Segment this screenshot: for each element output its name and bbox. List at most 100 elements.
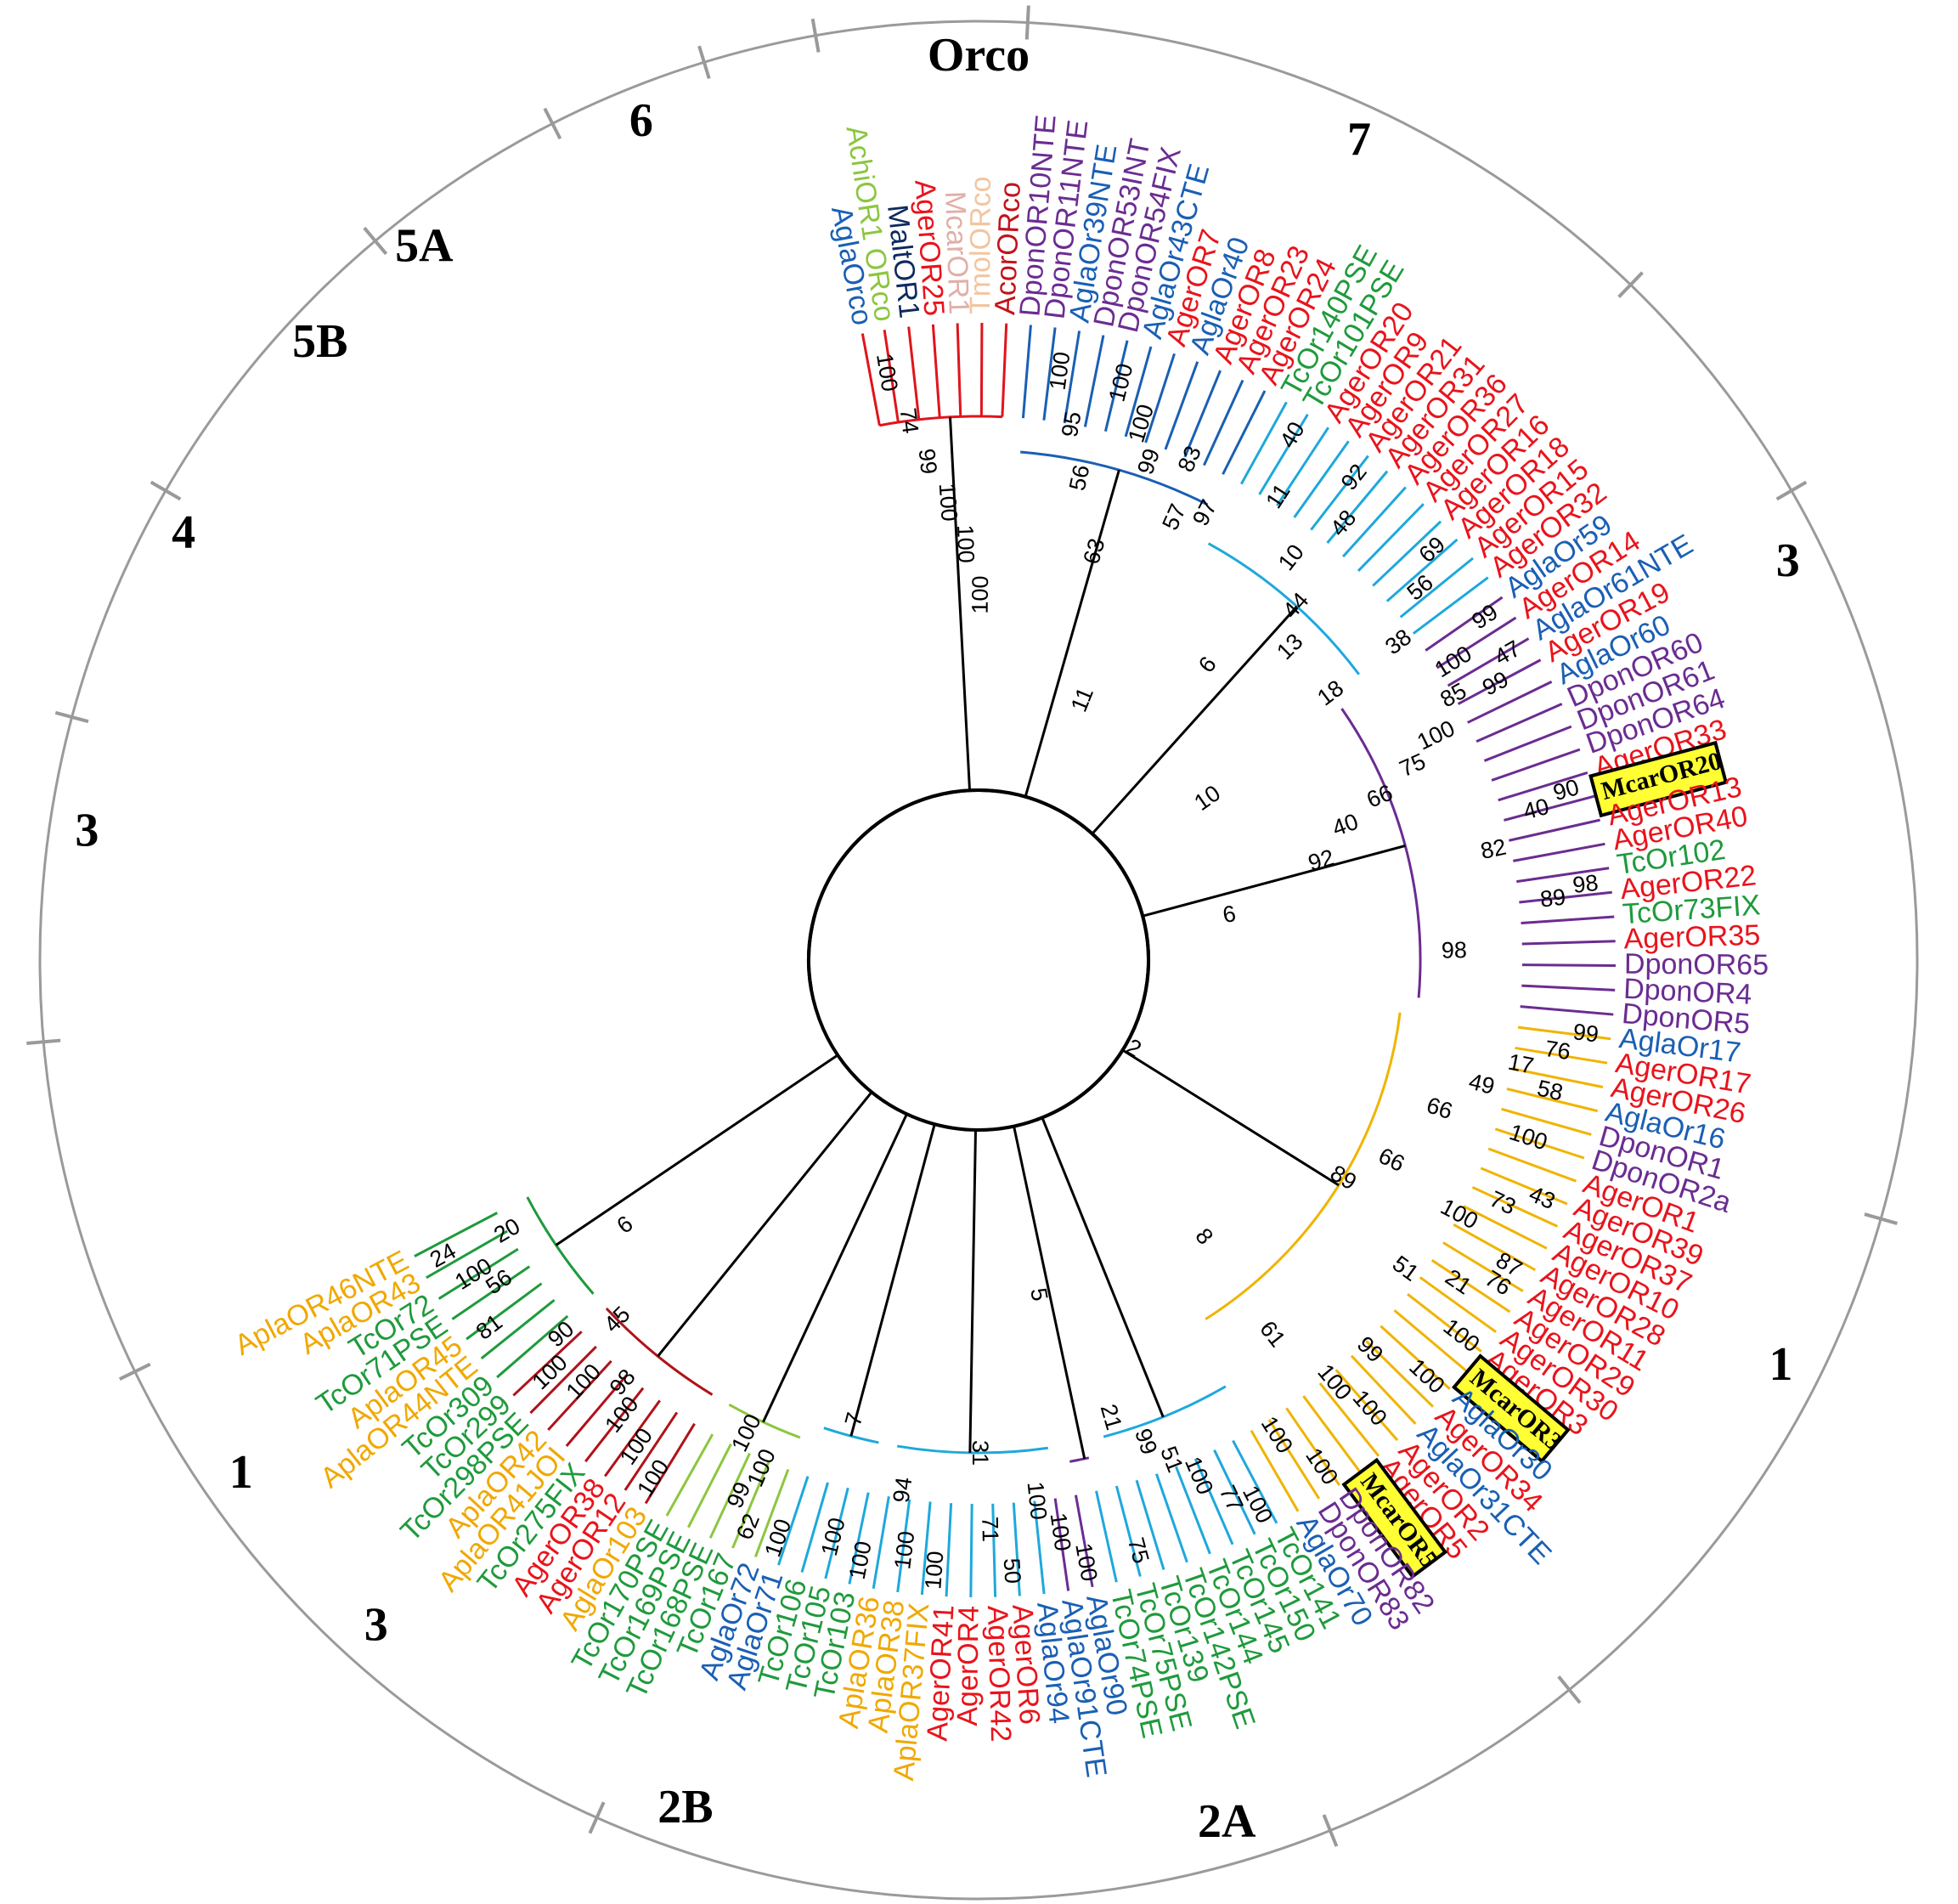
bootstrap-value: 24 — [426, 1238, 460, 1273]
highlight-box — [1341, 1457, 1448, 1579]
leaf-branch — [1425, 596, 1504, 652]
bootstrap-value: 13 — [1272, 629, 1307, 664]
leaf-branch — [1419, 1276, 1497, 1333]
bootstrap-value: 99 — [914, 448, 942, 476]
leaf-branch — [1498, 771, 1588, 802]
bootstrap-value: 6 — [1193, 652, 1222, 677]
clade-label: 3 — [75, 804, 99, 856]
leaf-label-group: AgerOR41 — [921, 1604, 960, 1742]
leaf-branch — [1239, 401, 1288, 485]
leaf-branch — [1521, 963, 1616, 968]
leaf-branch — [1258, 414, 1309, 495]
leaf-label-group: McarOR1 — [939, 190, 975, 315]
clade-tick — [543, 107, 562, 140]
clade-arc — [1207, 542, 1361, 675]
leaf-branch — [1063, 331, 1081, 424]
leaf-branch — [969, 1503, 973, 1597]
leaf-branch — [945, 1503, 953, 1597]
leaf-label-group: DponOR65 — [1624, 948, 1769, 981]
bootstrap-value: 100 — [1436, 1194, 1482, 1234]
leaf-branch — [1012, 1502, 1021, 1596]
bootstrap-value: 100 — [1312, 1359, 1357, 1405]
bootstrap-value: 100 — [1104, 361, 1138, 404]
leaf-branch — [753, 1468, 790, 1558]
leaf-branch — [1222, 390, 1267, 475]
clade-arc — [879, 415, 1002, 427]
clade-tick — [588, 1801, 606, 1834]
leaf-branch — [1365, 1340, 1434, 1408]
bootstrap-value: 90 — [543, 1316, 578, 1352]
bootstrap-value: 97 — [1188, 495, 1222, 529]
leaf-branch — [496, 1314, 569, 1379]
bootstrap-value: 100 — [759, 1516, 796, 1560]
leaf-branch — [1042, 327, 1057, 421]
clade-label: 5A — [395, 220, 454, 273]
leaf-branch — [1183, 370, 1222, 458]
leaf-branch — [1318, 1382, 1380, 1457]
bootstrap-value: 100 — [1413, 715, 1459, 755]
leaf-branch — [1164, 361, 1199, 450]
clade-tick — [1322, 1814, 1339, 1847]
leaf-branch — [1341, 486, 1407, 558]
leaf-branch — [931, 324, 941, 418]
leaf-branch — [1326, 470, 1389, 544]
leaf-branch — [1504, 794, 1595, 822]
bootstrap-value: 49 — [1466, 1069, 1497, 1099]
leaf-label: AgerOR42 — [981, 1605, 1017, 1743]
bootstrap-value: 99 — [1132, 445, 1165, 477]
bootstrap-value: 2 — [1122, 1034, 1146, 1062]
clade-label: 3 — [1776, 534, 1800, 587]
leaf-label-group: AgerOR4 — [951, 1606, 985, 1726]
clade-label: Orco — [928, 29, 1030, 82]
leaf-branch — [624, 1411, 679, 1491]
clade-arc — [807, 788, 1150, 1046]
leaf-branch — [896, 1499, 911, 1593]
bootstrap-value: 63 — [1078, 535, 1109, 567]
leaf-branch — [872, 1495, 890, 1589]
clade-tick — [118, 1362, 151, 1381]
bootstrap-value: 100 — [1123, 401, 1159, 445]
leaf-branch — [1276, 427, 1330, 506]
leaf-branch — [1447, 637, 1530, 687]
leaf-branch — [1476, 703, 1563, 743]
bootstrap-value: 7 — [840, 1410, 868, 1428]
radial-branch — [1121, 1048, 1340, 1187]
clade-label: 3 — [364, 1599, 388, 1652]
leaf-branch — [1250, 1429, 1300, 1512]
leaf-branch — [1471, 1186, 1559, 1228]
leaf-label: DponOR65 — [1624, 948, 1769, 981]
leaf-label: AgerOR6 — [1006, 1603, 1046, 1726]
leaf-label: AcorORco — [989, 181, 1027, 315]
clade-arc — [1020, 450, 1209, 506]
leaf-label: TmolORco — [964, 176, 997, 314]
bootstrap-value: 5 — [1025, 1286, 1052, 1303]
leaf-branch — [800, 1482, 829, 1573]
leaf-branch — [1103, 340, 1129, 432]
bootstrap-value: 18 — [1312, 675, 1348, 711]
bootstrap-value: 69 — [1414, 532, 1450, 568]
leaf-label-group: DponOR4 — [1622, 973, 1752, 1011]
bootstrap-value: 94 — [889, 1476, 917, 1505]
bootstrap-value: 56 — [1064, 462, 1095, 493]
radial-branch — [849, 1123, 936, 1437]
bootstrap-value: 99 — [1478, 666, 1513, 701]
radial-branch — [1041, 1116, 1165, 1418]
leaf-branch — [1357, 503, 1425, 573]
bootstrap-value: 61 — [1255, 1316, 1290, 1352]
clade-label: 6 — [629, 94, 653, 147]
leaf-branch — [480, 1298, 556, 1360]
leaf-branch — [1021, 325, 1032, 419]
leaf-branch — [883, 330, 900, 423]
bootstrap-value: 58 — [1535, 1075, 1566, 1105]
leaf-branch — [1124, 346, 1153, 438]
bootstrap-value: 85 — [1436, 678, 1470, 713]
leaf-branch — [1521, 915, 1615, 924]
leaf-branch — [1501, 1107, 1592, 1136]
bootstrap-value: 66 — [1363, 780, 1397, 813]
clade-arc — [526, 1196, 595, 1295]
bootstrap-value: 100 — [844, 1539, 877, 1581]
radial-branch — [968, 1129, 978, 1453]
clade-tick — [1864, 1212, 1898, 1226]
bootstrap-value: 17 — [1506, 1049, 1536, 1079]
